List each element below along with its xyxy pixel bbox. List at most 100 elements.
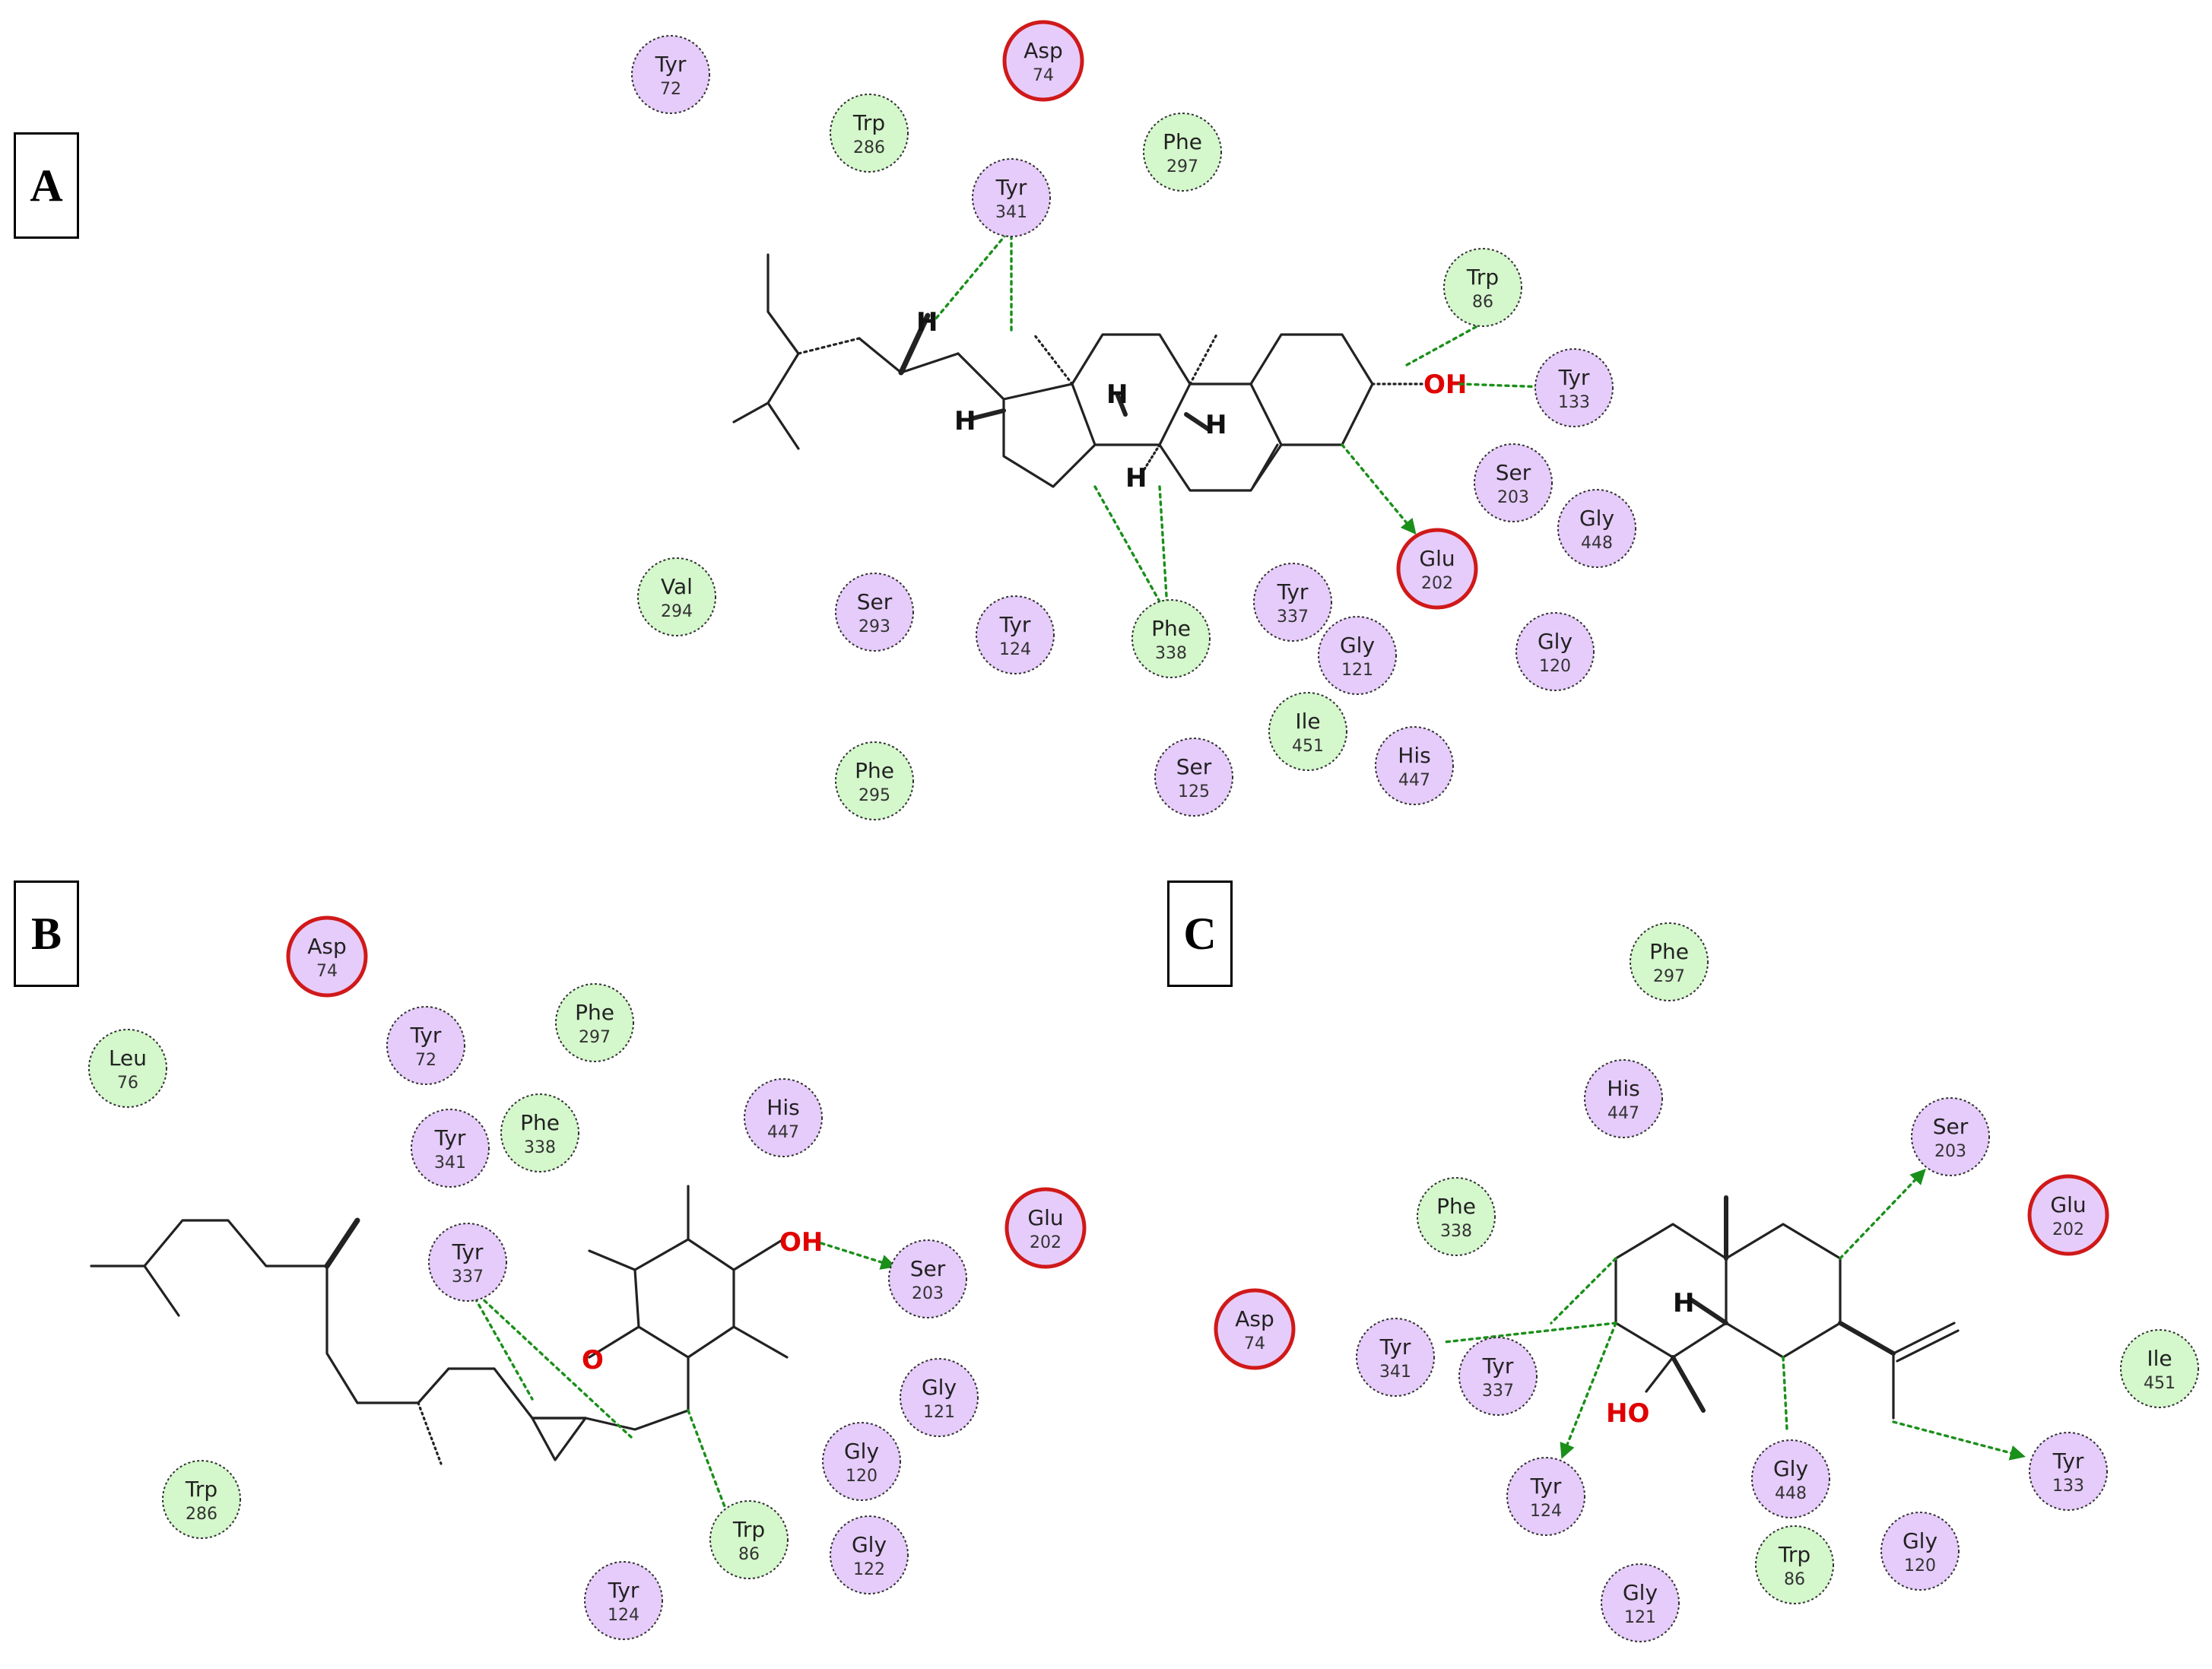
residue-number: 297 [579,1028,611,1047]
residue-trp-86: Trp 86 [1755,1525,1834,1604]
residue-number: 297 [1653,967,1685,986]
residue-name: Gly [922,1375,957,1400]
residue-tyr-124: Tyr 124 [976,595,1055,674]
residue-number: 286 [186,1505,217,1524]
residue-number: 121 [1341,661,1373,680]
residue-circle [1557,489,1636,568]
residue-name: Ile [2147,1346,2172,1371]
residue-number: 120 [1904,1556,1936,1575]
residue-number: 338 [1440,1222,1472,1241]
residue-phe-297: Phe 297 [1630,922,1709,1001]
residue-number: 86 [738,1545,760,1564]
residue-number: 295 [858,786,890,805]
residue-name: His [1398,743,1430,768]
residue-tyr-72: Tyr 72 [386,1006,465,1085]
residue-number: 133 [2052,1477,2084,1496]
residue-circle [500,1093,579,1172]
residue-circle [830,1515,909,1594]
residue-circle [1143,113,1222,192]
residue-circle [1154,738,1233,817]
residue-name: Phe [855,758,894,783]
residue-name: Gly [1538,629,1573,654]
residue-circle [830,94,909,173]
residue-name: Asp [1023,38,1063,63]
panel-label-c: C [1167,881,1233,987]
hbonds-c [1443,1169,2026,1461]
residue-number: 74 [316,962,338,981]
residue-number: 447 [1607,1104,1639,1123]
residue-number: 74 [1244,1334,1265,1353]
residue-number: 124 [999,640,1031,659]
residue-name: Glu [1419,546,1455,571]
residue-circle [976,595,1055,674]
residue-number: 341 [995,203,1027,222]
residue-circle [1004,1187,1087,1269]
residue-circle [1268,692,1347,771]
residue-name: Phe [1649,939,1689,964]
residue-circle [822,1422,901,1501]
residue-name: Trp [1778,1542,1811,1567]
residue-phe-295: Phe 295 [835,741,914,820]
residue-gly-121: Gly 121 [1318,616,1397,695]
residue-number: 72 [415,1051,436,1070]
residue-circle [2120,1329,2199,1408]
atom-h: H [1205,410,1227,440]
residue-name: Tyr [999,612,1031,637]
residue-number: 337 [452,1268,484,1287]
residue-circle [1911,1097,1990,1176]
residue-circle [1755,1525,1834,1604]
residue-number: 338 [524,1138,556,1157]
residue-name: Ser [1176,754,1212,779]
residue-number: 120 [846,1467,878,1486]
residue-name: Ile [1295,709,1320,734]
residue-circle [428,1223,507,1302]
residue-circle [835,741,914,820]
residue-circle [2029,1432,2108,1511]
residue-number: 76 [117,1074,138,1093]
residue-number: 448 [1775,1484,1807,1503]
residue-number: 86 [1784,1570,1805,1589]
atom-h: H [1106,379,1128,410]
residue-circle [1751,1439,1830,1518]
residue-circle [1458,1337,1538,1416]
residue-name: Tyr [410,1023,442,1048]
residue-name: Tyr [1530,1474,1562,1499]
residue-name: Gly [1623,1580,1658,1605]
residue-circle [709,1500,789,1579]
panel-label-b: B [14,881,79,987]
residue-circle [1630,922,1709,1001]
residue-circle [1253,563,1332,642]
atom-oh: OH [779,1227,823,1258]
residue-name: Ser [857,589,893,614]
residue-number: 294 [661,602,693,621]
residue-circle [1584,1059,1663,1138]
atom-h: H [1673,1288,1694,1318]
residue-circle [1443,248,1522,327]
residue-number: 337 [1277,608,1309,627]
residue-name: Gly [1340,633,1375,658]
panel-label-a: A [14,132,79,239]
